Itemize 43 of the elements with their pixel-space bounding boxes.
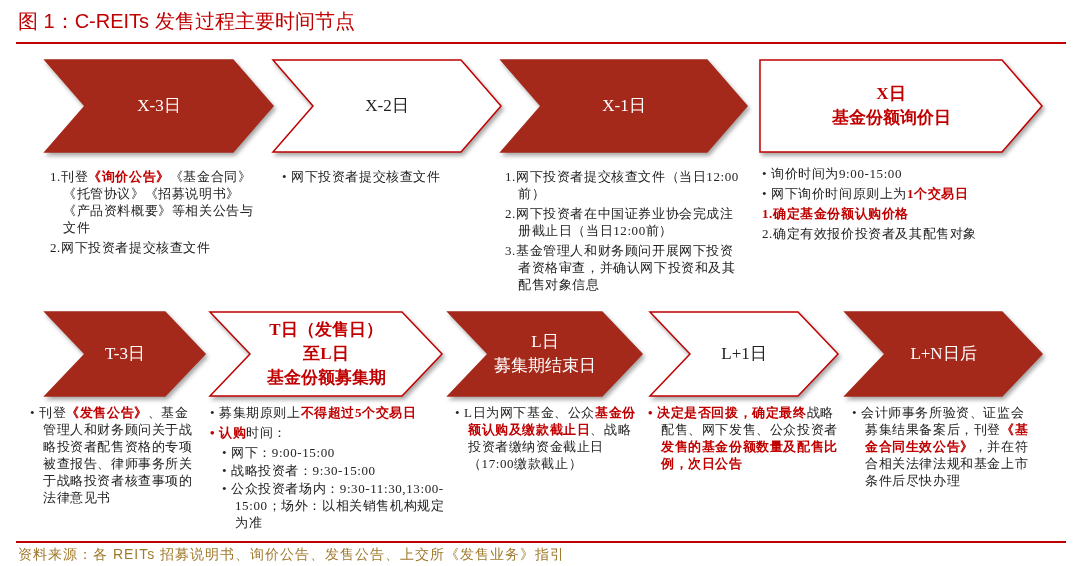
figure-title: 图 1：C-REITs 发售过程主要时间节点	[18, 9, 355, 34]
list-item: 1.网下投资者提交核查文件（当日12:00前）	[505, 168, 740, 202]
step-label: T日（发售日）	[269, 319, 383, 341]
step-label: 基金份额募集期	[266, 367, 386, 389]
list-item: • 战略投资者：9:30-15:00	[222, 462, 377, 479]
list-item: • 网下：9:00-15:00	[222, 444, 336, 461]
list-item: • 网下询价时间原则上为1个交易日	[762, 185, 970, 202]
step-label: X-3日	[137, 95, 181, 117]
chevron-box	[45, 60, 273, 152]
list-item: 1.刊登《询价公告》《基金合同》《托管协议》《招募说明书》《产品资料概要》等相关公告与文件	[50, 168, 255, 236]
list-item: 2.网下投资者在中国证券业协会完成注册截止日（当日12:00前）	[505, 205, 735, 239]
list-item: • L日为网下基金、公众基金份额认购及缴款截止日、战略投资者缴纳资金截止日（17:00缴款截止）	[455, 404, 637, 472]
step-label: L+1日	[721, 343, 767, 365]
step-label: 募集期结束日	[494, 355, 596, 377]
list-item: 2.网下投资者提交核查文件	[50, 239, 212, 256]
chevron-box	[501, 60, 747, 152]
source-note: 资料来源：各 REITs 招募说明书、询价公告、发售公告、上交所《发售业务》指引	[18, 545, 566, 563]
chevron-box	[448, 312, 642, 396]
step-label: 基金份额询价日	[831, 107, 951, 129]
list-item: 1.确定基金份额认购价格	[762, 205, 910, 222]
step-label: L+N日后	[910, 343, 977, 365]
list-item: 2.确定有效报价投资者及其配售对象	[762, 225, 978, 242]
step-label: L日	[531, 331, 559, 353]
list-item: • 认购时间：	[210, 424, 288, 441]
step-label: X-1日	[602, 95, 646, 117]
chevron-box	[45, 312, 205, 396]
step-label: 至L日	[303, 343, 349, 365]
list-item: • 刊登《发售公告》、基金管理人和财务顾问关于战略投资者配售资格的专项被查报告、律师事务所关于战略投资者核查事项的法律意见书	[30, 404, 194, 506]
step-label: X日	[876, 83, 906, 105]
chevron-box	[210, 312, 442, 396]
list-item: • 询价时间为9:00-15:00	[762, 165, 904, 182]
list-item: • 公众投资者场内：9:30-11:30,13:00-15:00；场外：以相关销售机构规定为准	[222, 480, 446, 531]
list-item: • 会计师事务所验资、证监会募集结果备案后，刊登《基金合同生效公告》，并在符合相关法律法规和基金上市条件后尽快办理	[852, 404, 1030, 489]
chevron-box	[650, 312, 838, 396]
step-label: T-3日	[105, 343, 145, 365]
list-item: • 决定是否回拨，确定最终战略配售、网下发售、公众投资者发售的基金份额数量及配售比例，次日公告	[648, 404, 838, 472]
chevron-box	[845, 312, 1042, 396]
list-item: 3.基金管理人和财务顾问开展网下投资者资格审查，并确认网下投资和及其配售对象信息	[505, 242, 737, 293]
chevron-box	[273, 60, 501, 152]
list-item: • 募集期原则上不得超过5个交易日	[210, 404, 418, 421]
step-label: X-2日	[365, 95, 409, 117]
list-item: • 网下投资者提交核查文件	[282, 168, 442, 185]
chevron-box	[760, 60, 1042, 152]
